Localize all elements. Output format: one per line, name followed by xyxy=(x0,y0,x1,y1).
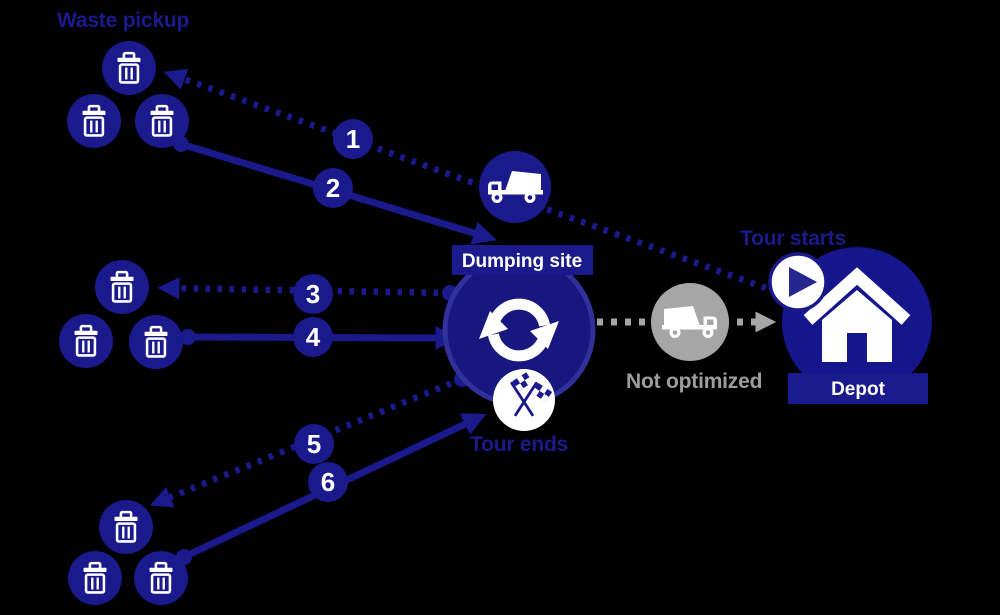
trash-bin-node xyxy=(68,551,122,605)
step-badge-1: 1 xyxy=(333,119,373,159)
not-optimized-label: Not optimized xyxy=(626,370,762,393)
house-icon xyxy=(803,267,911,362)
not-optimized-truck-node xyxy=(651,283,729,361)
depot-banner: Depot xyxy=(788,373,928,404)
step-badge-label: 4 xyxy=(306,322,321,352)
step-badge-label: 2 xyxy=(326,173,340,203)
leg-4-start-dot xyxy=(180,329,196,345)
trash-bin-node xyxy=(129,315,183,369)
step-badge-label: 5 xyxy=(307,429,321,459)
step-badge-6: 6 xyxy=(308,462,348,502)
step-badge-3: 3 xyxy=(293,274,333,314)
trash-bin-node xyxy=(95,260,149,314)
dumping-site-label: Dumping site xyxy=(462,251,582,272)
step-badge-2: 2 xyxy=(313,168,353,208)
waste-pickup-cluster-bottom xyxy=(68,500,188,605)
step-badge-label: 6 xyxy=(321,467,335,497)
tour-ends-label: Tour ends xyxy=(470,433,568,456)
waste-pickup-cluster-middle xyxy=(59,260,183,369)
play-icon xyxy=(789,267,817,297)
step-badge-label: 3 xyxy=(306,279,320,309)
trash-bin-node xyxy=(134,551,188,605)
step-badge-4: 4 xyxy=(293,317,333,357)
trash-bin-node xyxy=(67,94,121,148)
trash-bin-node xyxy=(59,314,113,368)
step-badge-5: 5 xyxy=(294,424,334,464)
trash-bin-node xyxy=(99,500,153,554)
depot-label: Depot xyxy=(831,379,886,400)
dumping-site-banner: Dumping site xyxy=(452,245,593,275)
garbage-truck-node xyxy=(479,151,551,223)
trash-bin-node xyxy=(102,41,156,95)
tour-ends-node xyxy=(493,369,555,431)
waste-pickup-label: Waste pickup xyxy=(57,9,189,32)
step-badge-label: 1 xyxy=(346,124,360,154)
waste-pickup-cluster-top xyxy=(67,41,189,148)
trash-bin-node xyxy=(135,94,189,148)
tour-starts-label: Tour starts xyxy=(740,227,846,250)
tour-starts-node xyxy=(768,252,828,312)
